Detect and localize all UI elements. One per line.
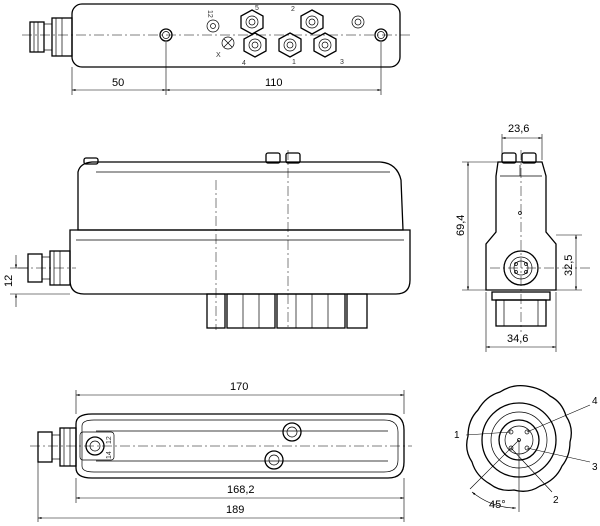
dim-end-32-5: 32,5 xyxy=(563,255,575,276)
top-view-screw-12 xyxy=(206,19,220,33)
bottom-view-mount-1 xyxy=(282,422,302,442)
pin-callout-2: 2 xyxy=(553,495,559,506)
dim-bottom-170: 170 xyxy=(230,381,248,393)
bottom-view: 14 12 170 168,2 189 xyxy=(30,381,412,522)
top-label-2: 2 xyxy=(291,6,295,13)
top-view-housing xyxy=(71,3,401,68)
pin-callout-3: 3 xyxy=(592,462,598,473)
dim-top-110: 110 xyxy=(265,77,283,89)
pin-callout-4: 4 xyxy=(592,396,598,407)
bottom-view-mount-2 xyxy=(264,450,284,470)
bottom-label-12: 12 xyxy=(106,436,113,444)
dim-side-12: 12 xyxy=(3,275,15,287)
end-view: 23,6 69,4 32,5 34,6 xyxy=(455,123,590,352)
bottom-view-housing xyxy=(75,413,405,479)
top-view-screw-right xyxy=(351,15,365,29)
top-view-connector xyxy=(29,17,73,57)
dim-bottom-168-2: 168,2 xyxy=(227,484,255,496)
bottom-label-14: 14 xyxy=(106,451,113,459)
bottom-view-connector xyxy=(37,427,77,467)
dim-end-34-6: 34,6 xyxy=(507,333,528,345)
dim-top-50: 50 xyxy=(112,77,124,89)
top-label-x: X xyxy=(216,52,221,59)
pin-4 xyxy=(524,429,530,435)
dim-pin-angle: 45° xyxy=(489,499,506,511)
top-label-3: 3 xyxy=(340,59,344,66)
top-view-port-4 xyxy=(243,32,267,58)
top-view-mounting-hole-right xyxy=(374,28,388,42)
top-label-4: 4 xyxy=(242,60,246,67)
top-view-port-3 xyxy=(313,32,337,58)
pin-3 xyxy=(524,445,530,451)
dim-end-23-6: 23,6 xyxy=(508,123,529,135)
dim-end-69-4: 69,4 xyxy=(455,215,467,236)
side-view-cover xyxy=(77,161,404,231)
side-view-glands xyxy=(206,293,368,329)
top-view-port-5 xyxy=(240,9,264,35)
top-view-screw-x xyxy=(221,36,235,50)
top-label-5: 5 xyxy=(255,5,259,12)
pin-2 xyxy=(508,445,514,451)
side-view-base xyxy=(69,229,411,295)
top-view: 12 5 2 X 4 1 3 50 110 xyxy=(22,3,410,95)
dim-bottom-189: 189 xyxy=(226,504,244,516)
top-view-mounting-hole-left xyxy=(159,28,173,42)
top-label-12: 12 xyxy=(206,10,213,18)
top-label-1: 1 xyxy=(292,59,296,66)
top-view-port-2 xyxy=(300,9,324,35)
pin-detail-view: 1 4 3 2 45° xyxy=(454,384,598,512)
side-view: 12 xyxy=(3,150,411,330)
bottom-view-small-connector xyxy=(85,436,105,456)
top-view-port-1 xyxy=(278,32,302,58)
pin-callout-1: 1 xyxy=(454,430,460,441)
